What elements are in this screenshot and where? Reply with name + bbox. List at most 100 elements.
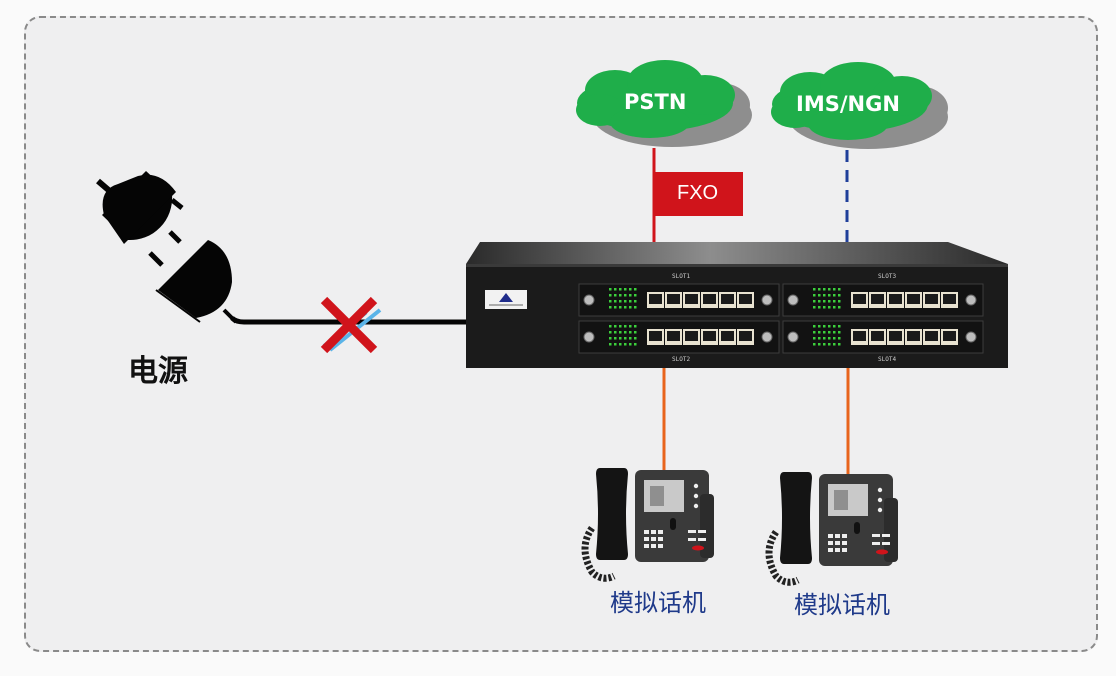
status-led <box>823 325 826 328</box>
status-led <box>614 337 617 340</box>
status-led <box>818 325 821 328</box>
analog-phone-label-1: 模拟话机 <box>610 589 706 617</box>
status-led <box>624 300 627 303</box>
status-led <box>629 337 632 340</box>
status-led <box>634 288 637 291</box>
status-led <box>634 343 637 346</box>
status-led <box>823 343 826 346</box>
status-led <box>614 325 617 328</box>
status-led <box>813 337 816 340</box>
analog-phone-label-2: 模拟话机 <box>794 591 890 619</box>
status-led <box>619 294 622 297</box>
status-led <box>629 306 632 309</box>
screw-icon <box>965 294 977 306</box>
line-card <box>782 320 984 354</box>
status-led <box>823 300 826 303</box>
status-led <box>614 331 617 334</box>
status-led <box>614 288 617 291</box>
line-card <box>782 283 984 317</box>
status-led <box>828 306 831 309</box>
status-led <box>624 337 627 340</box>
status-led <box>813 325 816 328</box>
status-led <box>609 294 612 297</box>
status-led <box>813 343 816 346</box>
status-led <box>813 288 816 291</box>
status-led <box>823 331 826 334</box>
status-led <box>823 337 826 340</box>
screw-icon <box>583 294 595 306</box>
ims-ngn-cloud-icon <box>771 62 948 149</box>
status-led <box>813 306 816 309</box>
voip-gateway-device <box>466 242 1008 368</box>
power-label: 电源 <box>128 354 188 389</box>
status-led <box>823 294 826 297</box>
status-led <box>629 288 632 291</box>
status-led <box>609 300 612 303</box>
status-led <box>818 343 821 346</box>
screw-icon <box>787 294 799 306</box>
status-led <box>818 306 821 309</box>
status-led <box>838 337 841 340</box>
status-led <box>828 325 831 328</box>
status-led <box>833 343 836 346</box>
screw-icon <box>787 331 799 343</box>
power-cable-line <box>230 316 466 325</box>
screw-icon <box>761 294 773 306</box>
status-led <box>624 306 627 309</box>
slot-label-3: SLOT3 <box>878 273 897 280</box>
status-led <box>818 288 821 291</box>
status-led <box>838 306 841 309</box>
status-led <box>634 300 637 303</box>
status-led <box>828 331 831 334</box>
status-led <box>619 337 622 340</box>
status-led <box>624 325 627 328</box>
status-led <box>624 331 627 334</box>
status-led <box>609 306 612 309</box>
slot-label-1: SLOT1 <box>672 273 691 280</box>
status-led <box>624 288 627 291</box>
status-led <box>838 343 841 346</box>
status-led <box>609 343 612 346</box>
screw-icon <box>965 331 977 343</box>
ims-ngn-cloud-label: IMS/NGN <box>796 92 900 116</box>
slot-label-4: SLOT4 <box>878 356 897 363</box>
status-led <box>833 300 836 303</box>
status-led <box>828 343 831 346</box>
status-led <box>619 331 622 334</box>
status-led <box>609 288 612 291</box>
status-led <box>838 294 841 297</box>
slot-label-2: SLOT2 <box>672 356 691 363</box>
status-led <box>838 325 841 328</box>
status-led <box>823 288 826 291</box>
status-led <box>818 337 821 340</box>
status-led <box>624 294 627 297</box>
status-led <box>828 337 831 340</box>
status-led <box>828 300 831 303</box>
status-led <box>828 294 831 297</box>
status-led <box>614 306 617 309</box>
status-led <box>609 331 612 334</box>
status-led <box>619 306 622 309</box>
status-led <box>838 288 841 291</box>
status-led <box>629 294 632 297</box>
status-led <box>833 331 836 334</box>
fxo-flag <box>655 172 743 216</box>
status-led <box>619 325 622 328</box>
line-card <box>578 283 780 317</box>
status-led <box>634 331 637 334</box>
status-led <box>629 331 632 334</box>
line-card <box>578 320 780 354</box>
status-led <box>823 306 826 309</box>
status-led <box>614 343 617 346</box>
disconnected-x-icon <box>320 296 382 354</box>
fxo-label: FXO <box>677 182 719 204</box>
status-led <box>634 337 637 340</box>
status-led <box>813 294 816 297</box>
status-led <box>609 325 612 328</box>
status-led <box>624 343 627 346</box>
status-led <box>634 306 637 309</box>
screw-icon <box>583 331 595 343</box>
status-led <box>629 325 632 328</box>
status-led <box>629 343 632 346</box>
